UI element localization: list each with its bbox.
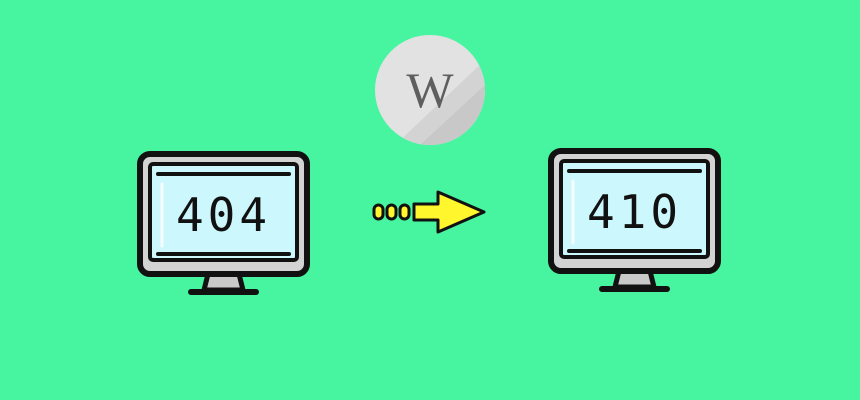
dotted-arrow-right-icon <box>370 188 490 238</box>
wikipedia-logo-icon: W <box>375 35 485 145</box>
error-code-404: 404 <box>175 188 272 242</box>
monitor-icon <box>137 151 310 295</box>
monitor-icon <box>548 148 721 292</box>
target-monitor: 410 <box>547 147 722 295</box>
status-code-410: 410 <box>586 185 683 239</box>
source-monitor: 404 <box>136 150 311 298</box>
